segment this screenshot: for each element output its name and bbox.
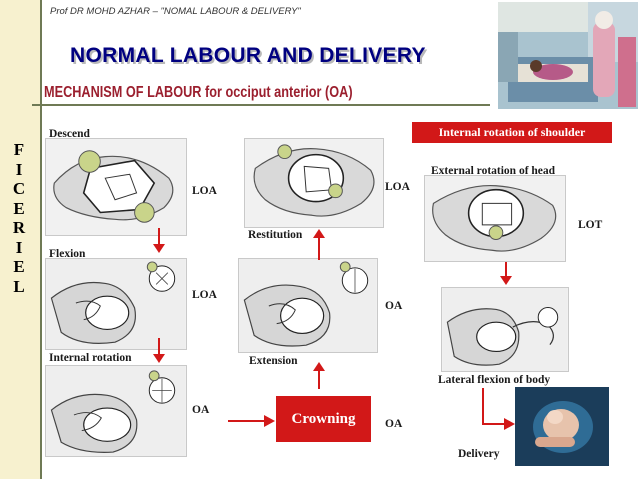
label-extension: Extension <box>249 355 298 367</box>
hospital-photo <box>498 2 638 109</box>
internal-rotation-shoulder-box: Internal rotation of shoulder <box>412 122 612 143</box>
position-external-rotation: LOT <box>578 219 603 231</box>
internal-rotation-illustration <box>45 365 187 457</box>
page-subtitle: MECHANISM OF LABOUR for occiput anterior… <box>44 84 353 101</box>
title-rule <box>32 104 490 106</box>
position-extension: OA <box>385 300 403 312</box>
side-letter: E <box>13 257 25 276</box>
position-flexion: LOA <box>192 289 217 301</box>
arrow-internal-rotation-crowning <box>228 415 275 427</box>
delivery-photo <box>515 387 609 466</box>
label-internal-rotation: Internal rotation <box>49 352 132 364</box>
position-internal-rotation: OA <box>192 404 210 416</box>
side-letter: R <box>12 218 26 237</box>
label-lateral-flexion: Lateral flexion of body <box>438 374 551 386</box>
arrow-descend-flexion <box>153 228 165 253</box>
side-letter: C <box>12 179 26 198</box>
flexion-illustration <box>45 258 187 350</box>
crowning-box: Crowning <box>276 396 371 442</box>
label-descend: Descend <box>49 128 90 140</box>
side-letter: I <box>15 159 23 179</box>
arrow-lateral-flexion-delivery <box>482 388 515 430</box>
external-rotation-illustration <box>424 175 566 262</box>
label-flexion: Flexion <box>49 248 86 260</box>
label-external-rotation-head: External rotation of head <box>431 165 556 177</box>
lateral-flexion-illustration <box>441 287 569 372</box>
label-restitution: Restitution <box>248 229 303 241</box>
position-descend: LOA <box>192 185 217 197</box>
side-letters: F I C E R I E L <box>8 140 30 296</box>
side-letter: I <box>15 237 23 257</box>
arrow-crowning-extension <box>313 362 325 389</box>
position-crowning: OA <box>385 418 403 430</box>
arrow-external-rotation-lateral-flexion <box>500 262 512 285</box>
side-letter: F <box>13 140 25 159</box>
side-letter: L <box>13 276 25 296</box>
position-restitution: LOA <box>385 181 410 193</box>
side-letter: E <box>13 198 25 218</box>
arrow-extension-restitution <box>313 229 325 260</box>
extension-illustration <box>238 258 378 353</box>
label-delivery: Delivery <box>458 448 500 460</box>
descend-illustration <box>45 138 187 236</box>
restitution-illustration <box>244 138 384 228</box>
header-author: Prof DR MOHD AZHAR – "NOMAL LABOUR & DEL… <box>50 6 301 17</box>
side-bar <box>0 0 42 479</box>
page-title: NORMAL LABOUR AND DELIVERY <box>70 44 426 67</box>
arrow-flexion-internal-rotation <box>153 338 165 363</box>
